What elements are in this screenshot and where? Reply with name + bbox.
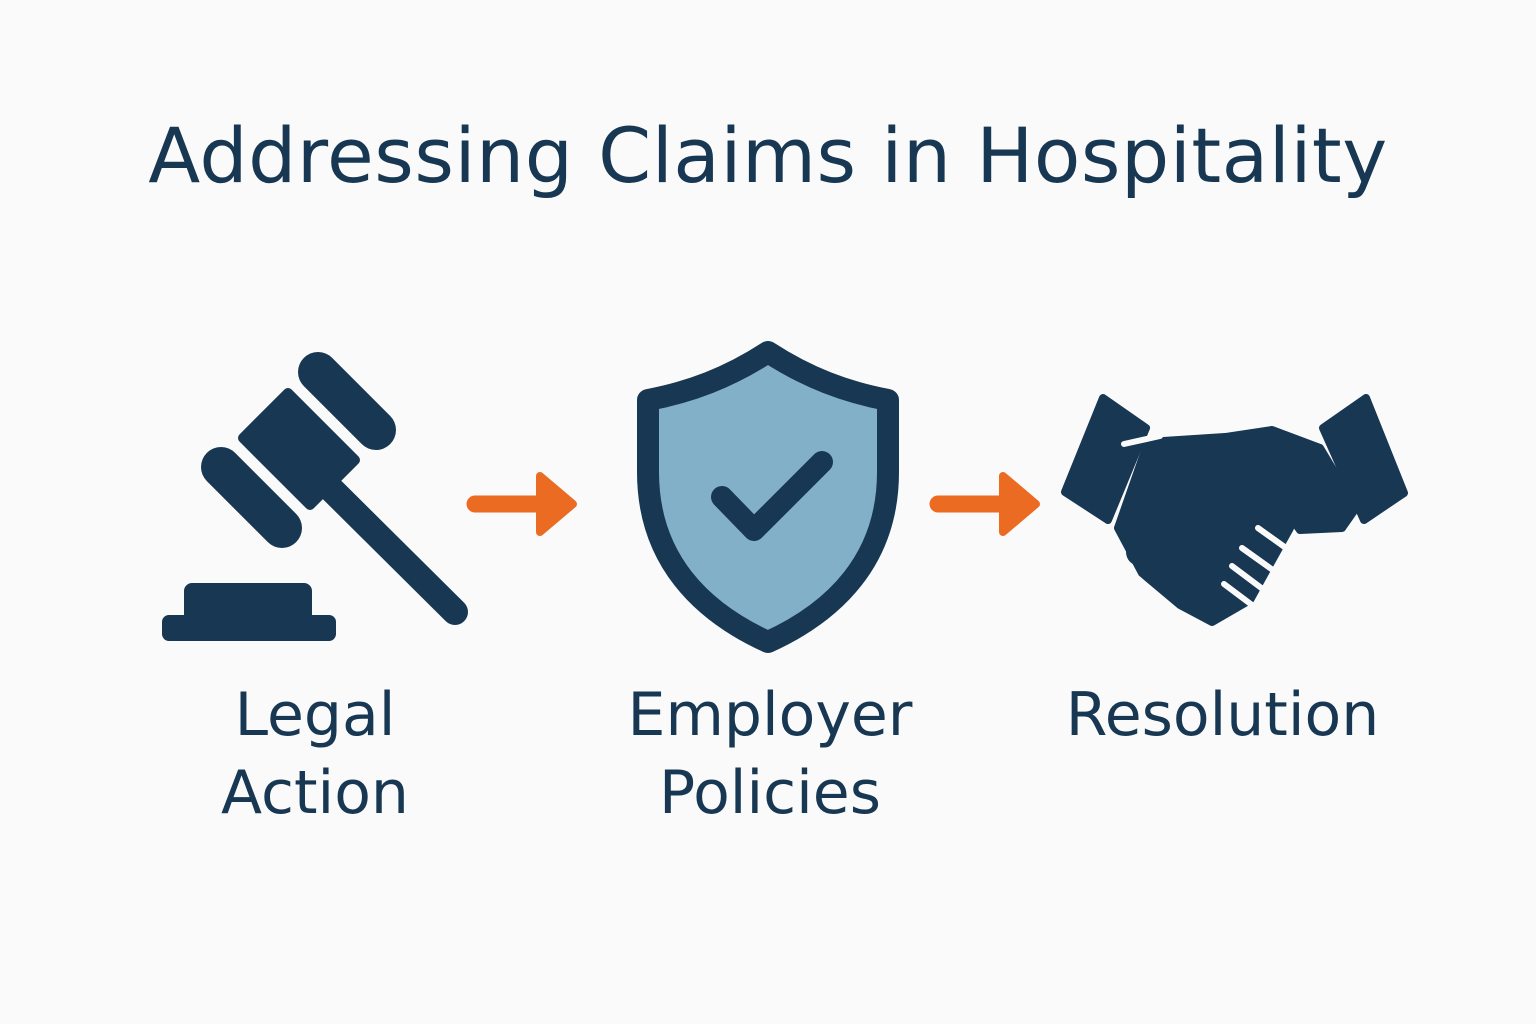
shield-check-icon bbox=[637, 341, 899, 653]
handshake-icon bbox=[1061, 394, 1408, 626]
label-line: Legal bbox=[234, 680, 396, 750]
step-label-employer-policies: Employer Policies bbox=[605, 676, 935, 832]
step-label-legal-action: Legal Action bbox=[165, 676, 465, 832]
arrow-right-icon bbox=[929, 472, 1040, 536]
label-line: Employer bbox=[627, 680, 913, 750]
label-line: Resolution bbox=[1065, 680, 1380, 750]
gavel-handle bbox=[307, 465, 468, 625]
diagram-title: Addressing Claims in Hospitality bbox=[148, 111, 1388, 200]
label-line: Policies bbox=[659, 758, 881, 828]
gavel-icon bbox=[162, 352, 468, 641]
arrow-right-icon bbox=[466, 472, 577, 536]
check-mark-icon bbox=[711, 451, 833, 541]
step-label-resolution: Resolution bbox=[1050, 676, 1395, 754]
label-line: Action bbox=[221, 758, 409, 828]
